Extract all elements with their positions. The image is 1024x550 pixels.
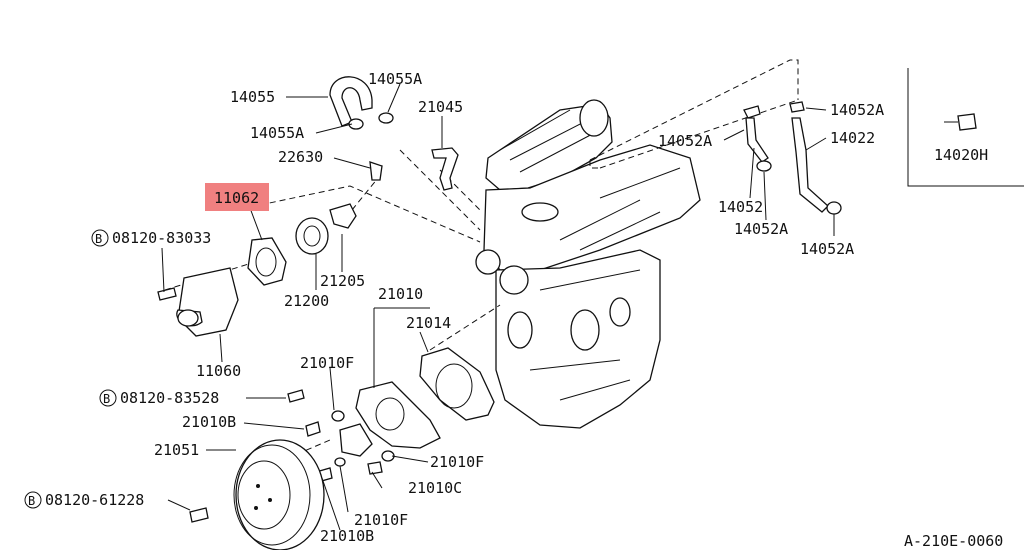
water-pump-group bbox=[287, 347, 495, 483]
label-21010b-bottom: 21010B bbox=[320, 527, 374, 545]
page-code: A-210E-0060 bbox=[904, 532, 1003, 550]
label-14055a-top: 14055A bbox=[368, 70, 422, 88]
label-14052a-mid: 14052A bbox=[658, 132, 712, 150]
thermostat-group bbox=[157, 203, 357, 337]
label-21205: 21205 bbox=[320, 272, 365, 290]
callout-labels: 14055 14055A 14055A 21045 22630 11062 08… bbox=[45, 70, 1003, 550]
label-14052a-low: 14052A bbox=[734, 220, 788, 238]
label-21051: 21051 bbox=[154, 441, 199, 459]
label-08120-83033: 08120-83033 bbox=[112, 229, 211, 247]
leader-lines bbox=[161, 83, 835, 531]
label-14055a-left: 14055A bbox=[250, 124, 304, 142]
label-21014: 21014 bbox=[406, 314, 451, 332]
label-21010f-right: 21010F bbox=[430, 453, 484, 471]
svg-text:B: B bbox=[95, 232, 102, 246]
label-14055: 14055 bbox=[230, 88, 275, 106]
label-21010c: 21010C bbox=[408, 479, 462, 497]
label-21200: 21200 bbox=[284, 292, 329, 310]
label-14052a-right: 14052A bbox=[800, 240, 854, 258]
label-22630: 22630 bbox=[278, 148, 323, 166]
inset-frame bbox=[907, 68, 1024, 187]
circled-b-icon bbox=[91, 229, 109, 247]
engine-block bbox=[475, 99, 701, 429]
label-21010f-bottom: 21010F bbox=[354, 511, 408, 529]
dashed-leaders bbox=[164, 59, 799, 471]
label-21010: 21010 bbox=[378, 285, 423, 303]
label-14052a-topright: 14052A bbox=[830, 101, 884, 119]
hoses-right bbox=[743, 101, 977, 215]
circled-b-icon bbox=[24, 491, 42, 509]
highlight-box bbox=[205, 183, 269, 211]
label-08120-61228: 08120-61228 bbox=[45, 491, 144, 509]
label-14020h: 14020H bbox=[934, 146, 988, 164]
label-11062: 11062 bbox=[214, 189, 259, 207]
circled-b-icon bbox=[99, 389, 117, 407]
label-11060: 11060 bbox=[196, 362, 241, 380]
svg-text:B: B bbox=[28, 494, 35, 508]
hose-14055 bbox=[329, 76, 459, 191]
label-14022: 14022 bbox=[830, 129, 875, 147]
label-21045: 21045 bbox=[418, 98, 463, 116]
pulley-21051 bbox=[189, 439, 325, 550]
label-21010f-top: 21010F bbox=[300, 354, 354, 372]
label-14052: 14052 bbox=[718, 198, 763, 216]
label-08120-83528: 08120-83528 bbox=[120, 389, 219, 407]
circled-b-markers: B B B bbox=[24, 229, 117, 509]
svg-text:B: B bbox=[103, 392, 110, 406]
label-21010b-top: 21010B bbox=[182, 413, 236, 431]
